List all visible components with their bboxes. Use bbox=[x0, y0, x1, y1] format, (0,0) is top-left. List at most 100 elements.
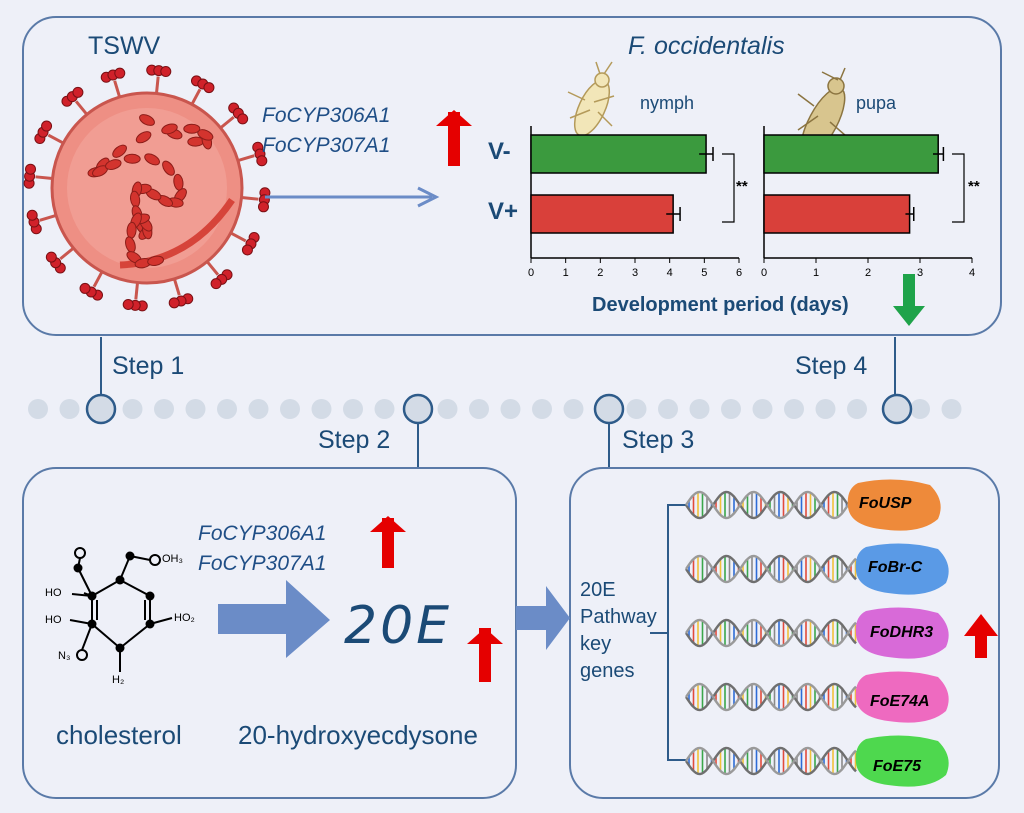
up-arrow-icon bbox=[467, 628, 503, 682]
timeline-dot bbox=[500, 399, 521, 419]
step2-label: Step 2 bbox=[318, 426, 391, 454]
step2-gene-2: FoCYP307A1 bbox=[198, 552, 327, 575]
mol-label-ho2: HO₂ bbox=[174, 612, 195, 624]
pupa-stage-label: pupa bbox=[856, 93, 897, 113]
dna-strand bbox=[685, 746, 857, 776]
gene-protein-blob bbox=[855, 543, 949, 595]
rna-bead bbox=[105, 159, 122, 171]
x-tick-label: 6 bbox=[736, 267, 742, 279]
timeline-dot bbox=[280, 399, 300, 419]
virus-spike-head bbox=[122, 298, 134, 310]
bar-V- bbox=[763, 134, 939, 174]
step1-node bbox=[85, 393, 117, 425]
timeline-dot bbox=[437, 399, 458, 419]
gene-protein-blob bbox=[847, 479, 941, 531]
timeline-dot bbox=[847, 399, 867, 419]
x-tick-label: 2 bbox=[597, 267, 603, 279]
step3-node bbox=[593, 393, 625, 425]
virus-spike bbox=[47, 133, 65, 145]
virus-spike-head bbox=[203, 82, 215, 94]
step3-label: Step 3 bbox=[622, 426, 695, 454]
virus-spike-head bbox=[168, 297, 180, 309]
x-tick-label: 3 bbox=[917, 267, 923, 279]
rna-bead bbox=[139, 114, 155, 126]
timeline-dot bbox=[689, 399, 710, 419]
timeline-dot bbox=[563, 399, 584, 419]
rna-bead bbox=[144, 153, 160, 166]
x-tick-label: 0 bbox=[761, 267, 767, 279]
gene-label-foe75: FoE75 bbox=[873, 758, 922, 775]
x-tick-label: 1 bbox=[563, 267, 569, 279]
virus-spike bbox=[113, 80, 122, 98]
x-tick-label: 4 bbox=[667, 267, 673, 279]
mol-label-ho-2: HO bbox=[45, 614, 62, 626]
timeline-dot bbox=[658, 399, 678, 419]
virus-spike bbox=[74, 100, 89, 116]
x-tick-label: 1 bbox=[813, 267, 819, 279]
timeline-dot bbox=[374, 399, 395, 419]
rna-bead bbox=[112, 144, 127, 158]
timeline-dots bbox=[28, 399, 962, 419]
timeline-dot bbox=[469, 399, 489, 419]
mol-label-oh3: OH₃ bbox=[162, 553, 183, 565]
timeline-dot bbox=[941, 399, 962, 419]
row-label-vplus: V+ bbox=[488, 198, 519, 225]
gene-label-foe74a: FoE74A bbox=[870, 693, 930, 710]
virus-spike bbox=[241, 195, 259, 201]
timeline-dot bbox=[28, 399, 48, 419]
rna-bead bbox=[162, 160, 175, 176]
virus-spike bbox=[219, 115, 235, 130]
gene-label-fodhr3: FoDHR3 bbox=[870, 624, 934, 641]
timeline-dot bbox=[721, 399, 741, 419]
virus-spike-head bbox=[256, 155, 268, 167]
species-label: F. occidentalis bbox=[628, 32, 785, 60]
virus-spike-head bbox=[241, 244, 253, 256]
bar-V+ bbox=[530, 194, 674, 234]
top-gene-2: FoCYP307A1 bbox=[262, 134, 391, 157]
rna-bead bbox=[123, 153, 141, 164]
step2-gene-1: FoCYP306A1 bbox=[198, 522, 327, 545]
timeline-dot bbox=[626, 399, 647, 419]
virus-spike-head bbox=[237, 113, 249, 125]
dna-strand bbox=[685, 490, 857, 520]
rna-bead bbox=[161, 123, 178, 135]
rna-bead bbox=[135, 131, 152, 144]
gene-protein-blob bbox=[855, 607, 949, 659]
cholesterol-caption: cholesterol bbox=[56, 720, 182, 750]
timeline-dot bbox=[311, 399, 332, 419]
step2-node bbox=[402, 393, 434, 425]
virus-spike bbox=[237, 154, 255, 163]
pupa-significance: ** bbox=[968, 178, 980, 195]
dna-strand bbox=[685, 618, 857, 648]
virus-spike bbox=[134, 282, 140, 300]
rna-bead bbox=[147, 255, 165, 266]
bar-V- bbox=[530, 134, 707, 174]
gene-protein-blob bbox=[855, 671, 949, 723]
virus-spike-head bbox=[41, 120, 53, 132]
hydroxyecdysone-caption: 20-hydroxyecdysone bbox=[238, 720, 478, 750]
dna-strand bbox=[685, 618, 857, 648]
timeline-dot bbox=[122, 399, 143, 419]
virus-spike bbox=[39, 213, 57, 222]
virus-spike-head bbox=[72, 86, 84, 98]
arrow-right-icon bbox=[417, 186, 440, 208]
timeline-dot bbox=[784, 399, 804, 419]
x-tick-label: 0 bbox=[528, 267, 534, 279]
virus-spike-head bbox=[257, 201, 269, 213]
up-arrow-icon bbox=[964, 614, 998, 658]
virus-spike-head bbox=[114, 67, 126, 79]
significance-bracket bbox=[722, 153, 735, 223]
virus-spike-head bbox=[25, 163, 37, 175]
virus-spike-head bbox=[26, 209, 38, 221]
virus-spike-head bbox=[160, 66, 172, 78]
virus-spike bbox=[92, 270, 104, 288]
dna-strand bbox=[685, 554, 857, 584]
virus-spike bbox=[172, 278, 181, 296]
rna-bead bbox=[183, 123, 201, 134]
